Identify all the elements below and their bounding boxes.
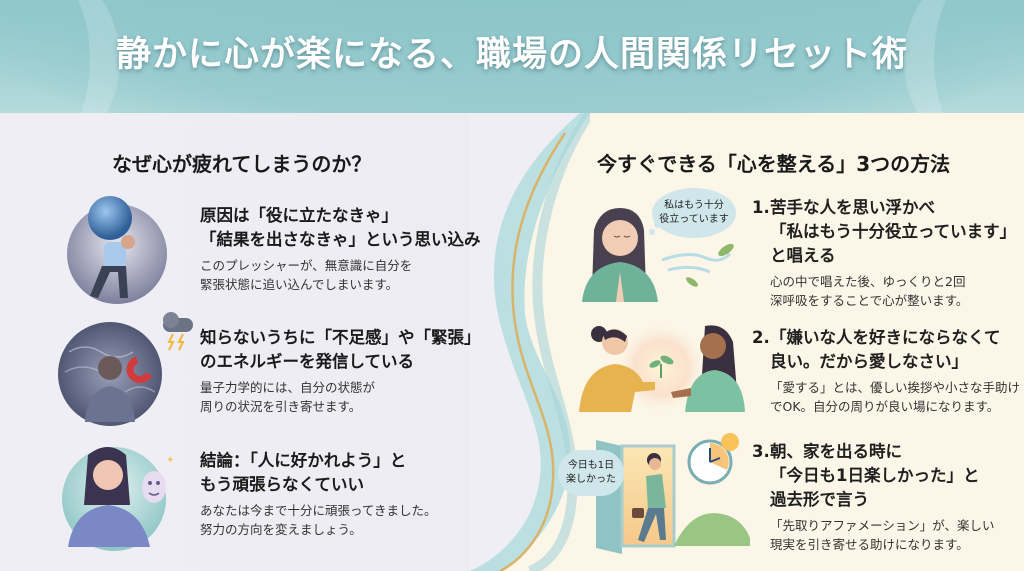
cause-item-2: 知らないうちに「不足感」や「緊張」 のエネルギーを発信している 量子力学的には、…: [200, 326, 500, 416]
item-heading-line1: 結論：「人に好かれよう」と: [200, 451, 407, 470]
item-heading-line2: 「結果を出さなきゃ」という思い込み: [200, 230, 481, 249]
item-body: 「愛する」とは、優しい挨拶や小さな手助け でOK。自分の周りが良い場になります。: [770, 378, 1022, 416]
woman-leaving-door-with-clock-icon: 今日も1日 楽しかった: [552, 428, 752, 568]
method-item-3: 3. 朝、家を出る時に 「今日も1日楽しかった」と 過去形で言う 「先取りアファ…: [752, 440, 1022, 554]
item-heading-line1: 朝、家を出る時に: [770, 442, 902, 461]
item-heading-row: 1. 苦手な人を思い浮かべ 「私はもう十分役立っています」 と唱える: [752, 196, 1022, 268]
item-body-line1: 「先取りアファメーション」が、楽しい: [770, 518, 995, 533]
bubble-line2: 楽しかった: [566, 474, 616, 485]
item-heading-line1: 「嫌いな人を好きにならなくて: [770, 328, 1001, 347]
item-heading-row: 3. 朝、家を出る時に 「今日も1日楽しかった」と 過去形で言う: [752, 440, 1022, 512]
item-heading: 苦手な人を思い浮かべ 「私はもう十分役立っています」 と唱える: [770, 196, 1016, 268]
item-number: 1.: [752, 198, 770, 217]
item-heading-line2: もう頑張らなくていい: [200, 475, 365, 494]
item-number: 3.: [752, 442, 770, 461]
thought-bubble: 私はもう十分 役立っています: [652, 188, 736, 238]
item-heading-line2: 良い。だから愛しなさい」: [770, 352, 968, 371]
item-body-line2: でOK。自分の周りが良い場になります。: [770, 399, 1000, 414]
item-body-line2: 現実を引き寄せる助けになります。: [770, 537, 969, 552]
svg-text:✦: ✦: [166, 455, 174, 466]
item-body-line1: このプレッシャーが、無意識に自分を: [200, 258, 413, 273]
item-heading-row: 2. 「嫌いな人を好きにならなくて 良い。だから愛しなさい」: [752, 326, 1022, 374]
page-title: 静かに心が楽になる、職場の人間関係リセット術: [115, 35, 908, 75]
item-body-line2: 周りの状況を引き寄せます。: [200, 399, 362, 414]
item-heading-line2: 「私はもう十分役立っています」: [770, 222, 1017, 241]
item-body: このプレッシャーが、無意識に自分を 緊張状態に追い込んでしまいます。: [200, 256, 500, 294]
item-body-line1: 心の中で唱えた後、ゆっくりと2回: [770, 274, 966, 289]
item-body-line1: 「愛する」とは、優しい挨拶や小さな手助け: [770, 380, 1021, 395]
method-item-1: 1. 苦手な人を思い浮かべ 「私はもう十分役立っています」 と唱える 心の中で唱…: [752, 196, 1022, 310]
person-carrying-heavy-ball-icon: [62, 196, 172, 306]
item-body: 「先取りアファメーション」が、楽しい 現実を引き寄せる助けになります。: [770, 516, 1022, 554]
speech-bubble: 今日も1日 楽しかった: [558, 450, 624, 496]
header-banner: 静かに心が楽になる、職場の人間関係リセット術: [0, 0, 1024, 113]
cause-item-3: 結論：「人に好かれよう」と もう頑張らなくていい あなたは今まで十分に頑張ってき…: [200, 449, 500, 539]
header-arc-decoration: [0, 0, 1024, 113]
woman-removing-mask-icon: ✦: [58, 435, 178, 555]
item-body-line1: 量子力学的には、自分の状態が: [200, 380, 376, 395]
bubble-line1: 今日も1日: [567, 460, 615, 471]
item-body: 心の中で唱えた後、ゆっくりと2回 深呼吸をすることで心が整います。: [770, 272, 1022, 310]
item-heading-line3: 過去形で言う: [770, 490, 869, 509]
two-women-sharing-sprout-icon: [575, 312, 750, 417]
right-section-title: 今すぐできる「心を整える」3つの方法: [597, 152, 951, 176]
left-section-title: なぜ心が疲れてしまうのか？: [112, 152, 372, 176]
method-item-2: 2. 「嫌いな人を好きにならなくて 良い。だから愛しなさい」 「愛する」とは、優…: [752, 326, 1022, 416]
bubble-line1: 私はもう十分: [664, 200, 724, 211]
item-body-line2: 深呼吸をすることで心が整います。: [770, 293, 969, 308]
item-heading-line3: と唱える: [770, 246, 836, 265]
person-with-magnet-and-storm-cloud-icon: [55, 312, 195, 427]
item-heading-line1: 原因は「役に立たなきゃ」: [200, 206, 398, 225]
woman-praying-with-thought-bubble-icon: 私はもう十分 役立っています: [580, 180, 750, 305]
item-body-line2: 緊張状態に追い込んでしまいます。: [200, 277, 399, 292]
item-heading: 朝、家を出る時に 「今日も1日楽しかった」と 過去形で言う: [770, 440, 979, 512]
item-heading-line2: 「今日も1日楽しかった」と: [770, 466, 980, 485]
item-number: 2.: [752, 328, 770, 347]
item-heading-line1: 知らないうちに「不足感」や「緊張」: [200, 328, 481, 347]
cause-item-1: 原因は「役に立たなきゃ」 「結果を出さなきゃ」という思い込み このプレッシャーが…: [200, 204, 500, 294]
item-body: 量子力学的には、自分の状態が 周りの状況を引き寄せます。: [200, 378, 500, 416]
bubble-line2: 役立っています: [659, 214, 729, 225]
item-heading: 「嫌いな人を好きにならなくて 良い。だから愛しなさい」: [770, 326, 1001, 374]
item-heading-line2: のエネルギーを発信している: [200, 352, 415, 371]
item-body-line2: 努力の方向を変えましょう。: [200, 522, 362, 537]
item-body: あなたは今まで十分に頑張ってきました。 努力の方向を変えましょう。: [200, 501, 500, 539]
item-body-line1: あなたは今まで十分に頑張ってきました。: [200, 503, 437, 518]
item-heading-line1: 苦手な人を思い浮かべ: [770, 198, 935, 217]
